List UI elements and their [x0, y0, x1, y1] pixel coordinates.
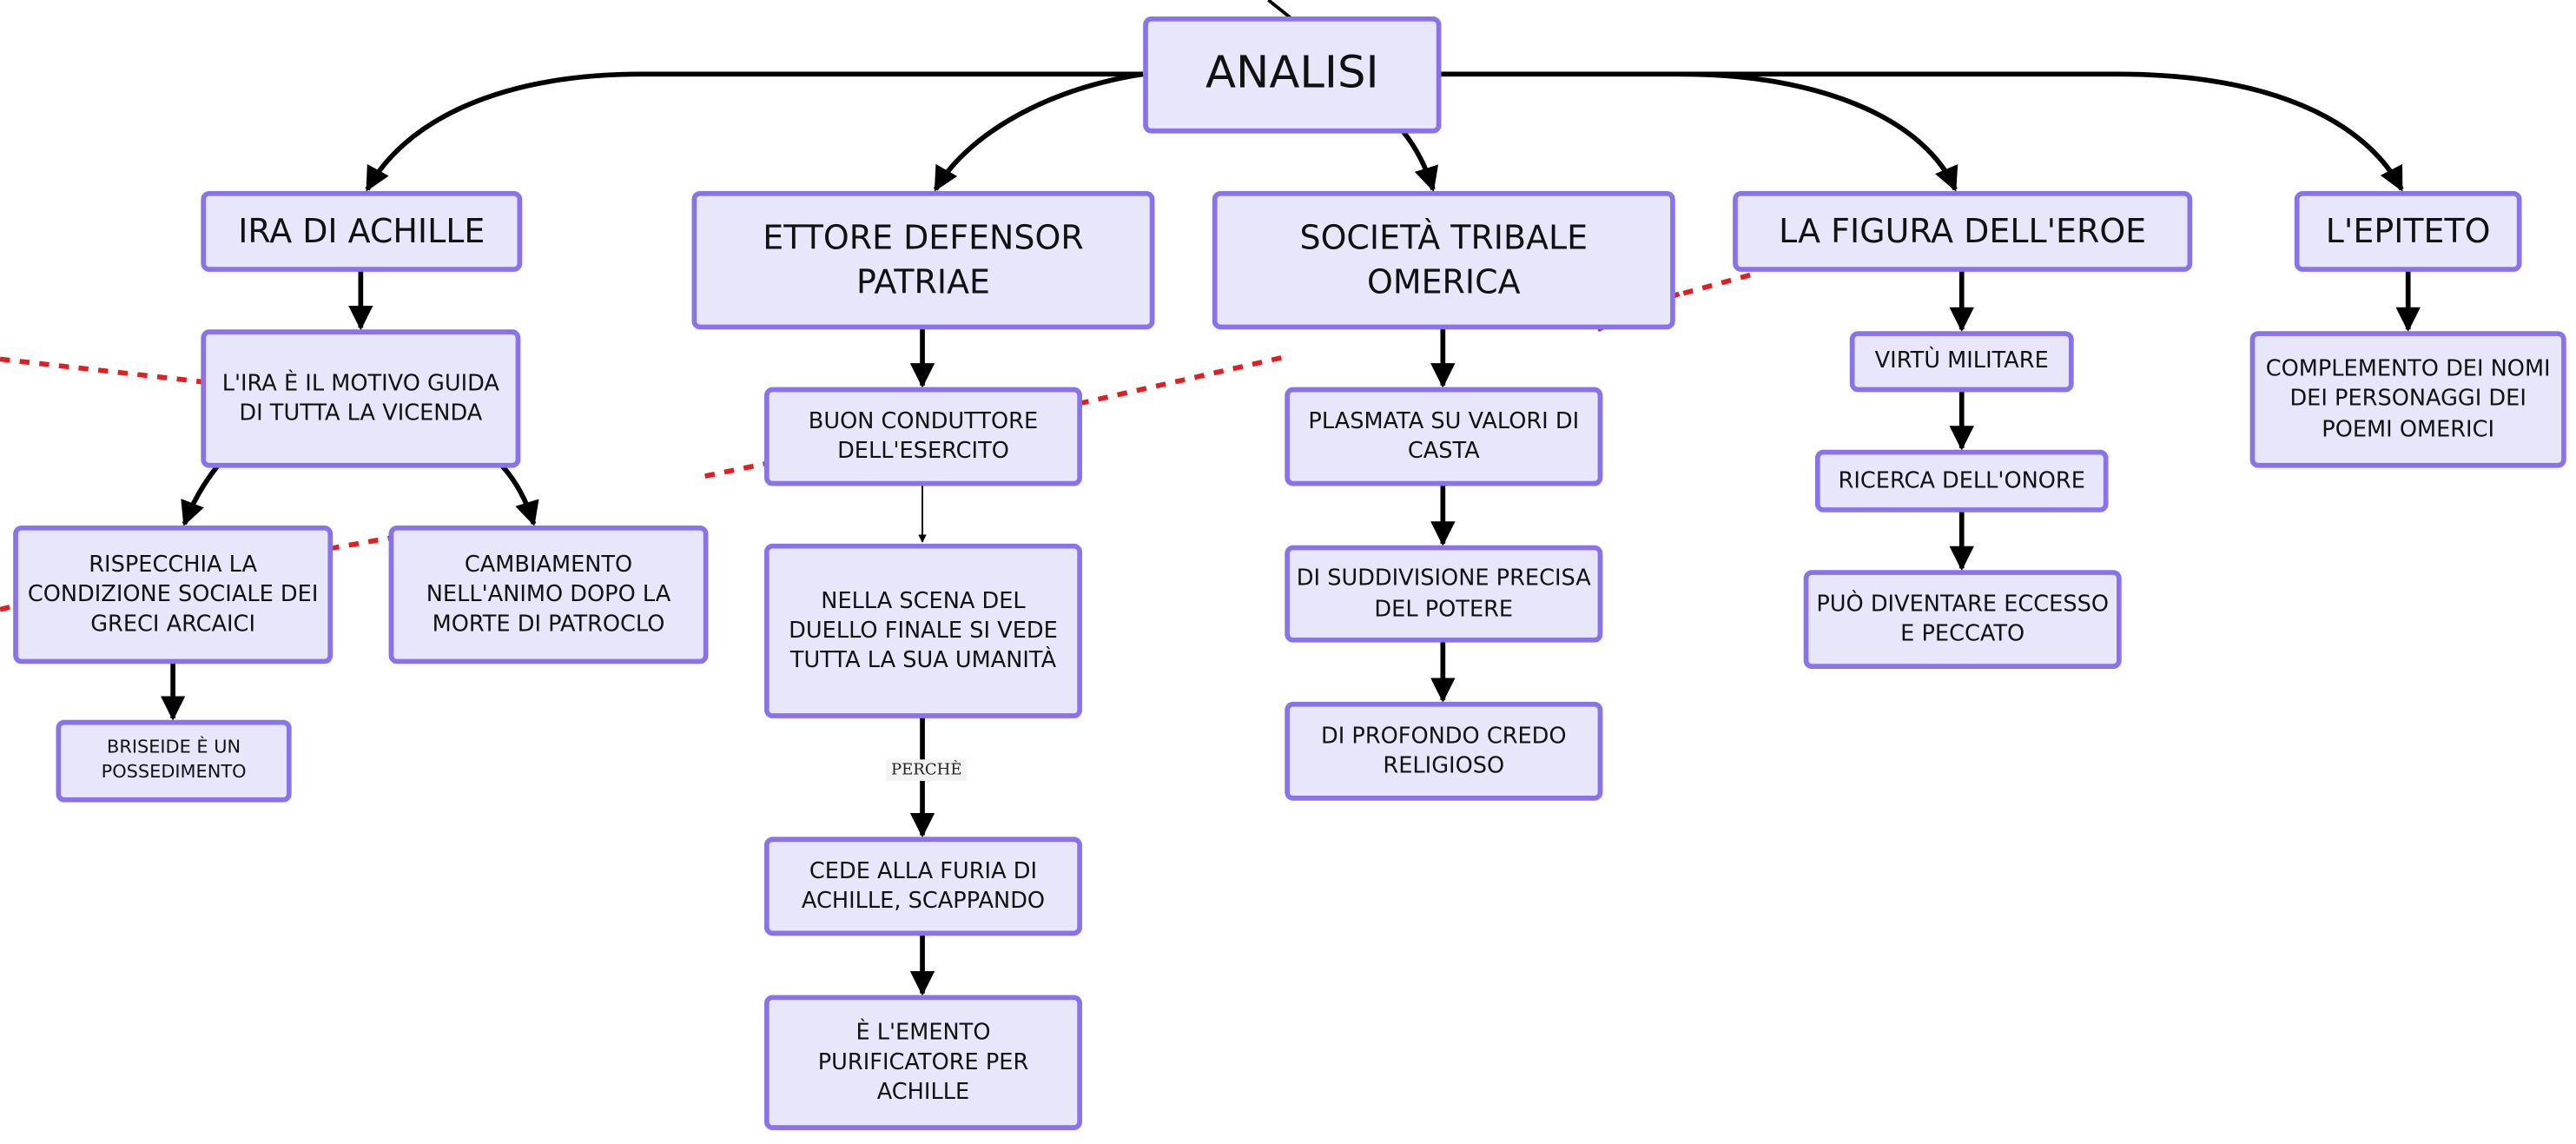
connector-root-top: [1267, 0, 1294, 22]
node-eroe-eccesso-peccato[interactable]: PUÒ DIVENTARE ECCESSO E PECCATO: [1803, 570, 2122, 669]
dashed-red-line: [0, 271, 1757, 612]
node-label: CEDE ALLA FURIA DI ACHILLE, SCAPPANDO: [801, 857, 1046, 915]
category-societa-tribale-omerica[interactable]: SOCIETÀ TRIBALE OMERICA: [1212, 190, 1675, 330]
node-label: BUON CONDUTTORE DELL'ESERCITO: [808, 407, 1039, 465]
category-label: SOCIETÀ TRIBALE OMERICA: [1299, 217, 1589, 302]
connector-root-epiteto: [1680, 71, 2404, 192]
node-label: RICERCA DELL'ONORE: [1838, 467, 2085, 494]
node-label: VIRTÙ MILITARE: [1874, 347, 2049, 375]
category-ettore-defensor-patriae[interactable]: ETTORE DEFENSOR PATRIAE: [691, 190, 1155, 330]
node-ettore-elemento-purificatore[interactable]: È L'EMENTO PURIFICATORE PER ACHILLE: [763, 995, 1083, 1130]
node-ettore-cede-furia[interactable]: CEDE ALLA FURIA DI ACHILLE, SCAPPANDO: [763, 837, 1083, 936]
node-label: È L'EMENTO PURIFICATORE PER ACHILLE: [817, 1019, 1029, 1106]
node-label: COMPLEMENTO DEI NOMI DEI PERSONAGGI DEI …: [2265, 355, 2551, 443]
node-label: PUÒ DIVENTARE ECCESSO E PECCATO: [1816, 591, 2109, 648]
node-societa-credo-religioso[interactable]: DI PROFONDO CREDO RELIGIOSO: [1285, 701, 1603, 801]
node-ira-motivo-guida[interactable]: L'IRA È IL MOTIVO GUIDA DI TUTTA LA VICE…: [201, 329, 521, 468]
node-ira-condizione-sociale[interactable]: RISPECCHIA LA CONDIZIONE SOCIALE DEI GRE…: [13, 525, 334, 665]
node-label: BRISEIDE È UN POSSEDIMENTO: [101, 737, 247, 783]
node-label: L'IRA È IL MOTIVO GUIDA DI TUTTA LA VICE…: [221, 370, 499, 427]
category-ira-di-achille[interactable]: IRA DI ACHILLE: [201, 190, 523, 272]
root-label: ANALISI: [1205, 48, 1379, 100]
node-epiteto-complemento-nomi[interactable]: COMPLEMENTO DEI NOMI DEI PERSONAGGI DEI …: [2249, 331, 2566, 468]
category-l-epiteto[interactable]: L'EPITETO: [2294, 190, 2522, 272]
node-eroe-virtu-militare[interactable]: VIRTÙ MILITARE: [1849, 331, 2074, 393]
link-label-perche: PERCHÈ: [886, 759, 968, 781]
node-label: PLASMATA SU VALORI DI CASTA: [1308, 407, 1580, 465]
node-ira-cambiamento-animo[interactable]: CAMBIAMENTO NELL'ANIMO DOPO LA MORTE DI …: [388, 525, 709, 665]
category-label: IRA DI ACHILLE: [238, 210, 485, 251]
node-societa-suddivisione-potere[interactable]: DI SUDDIVISIONE PRECISA DEL POTERE: [1285, 545, 1603, 643]
node-label: DI PROFONDO CREDO RELIGIOSO: [1320, 723, 1567, 780]
category-label: L'EPITETO: [2325, 210, 2491, 251]
node-label: RISPECCHIA LA CONDIZIONE SOCIALE DEI GRE…: [27, 551, 319, 638]
category-la-figura-dell-eroe[interactable]: LA FIGURA DELL'EROE: [1733, 190, 2193, 272]
connector-root-ettore: [933, 71, 1144, 192]
connector-root-eroe: [1439, 71, 1958, 192]
category-label: ETTORE DEFENSOR PATRIAE: [763, 217, 1084, 302]
node-ettore-scena-duello[interactable]: NELLA SCENA DEL DUELLO FINALE SI VEDE TU…: [763, 543, 1083, 718]
node-label: NELLA SCENA DEL DUELLO FINALE SI VEDE TU…: [789, 587, 1058, 674]
connector-root-societa: [1401, 129, 1439, 192]
connector-ira-2: [181, 464, 220, 526]
connector-root-ira: [365, 71, 1144, 192]
root-node[interactable]: ANALISI: [1143, 16, 1442, 134]
node-societa-valori-casta[interactable]: PLASMATA SU VALORI DI CASTA: [1285, 387, 1603, 486]
node-label: CAMBIAMENTO NELL'ANIMO DOPO LA MORTE DI …: [426, 551, 671, 638]
node-label: DI SUDDIVISIONE PRECISA DEL POTERE: [1296, 565, 1591, 622]
connector-ira-3: [500, 464, 539, 526]
category-label: LA FIGURA DELL'EROE: [1779, 210, 2147, 251]
node-ira-briseide[interactable]: BRISEIDE È UN POSSEDIMENTO: [56, 719, 292, 803]
node-ettore-buon-conduttore[interactable]: BUON CONDUTTORE DELL'ESERCITO: [763, 387, 1083, 486]
node-eroe-ricerca-onore[interactable]: RICERCA DELL'ONORE: [1814, 449, 2109, 512]
